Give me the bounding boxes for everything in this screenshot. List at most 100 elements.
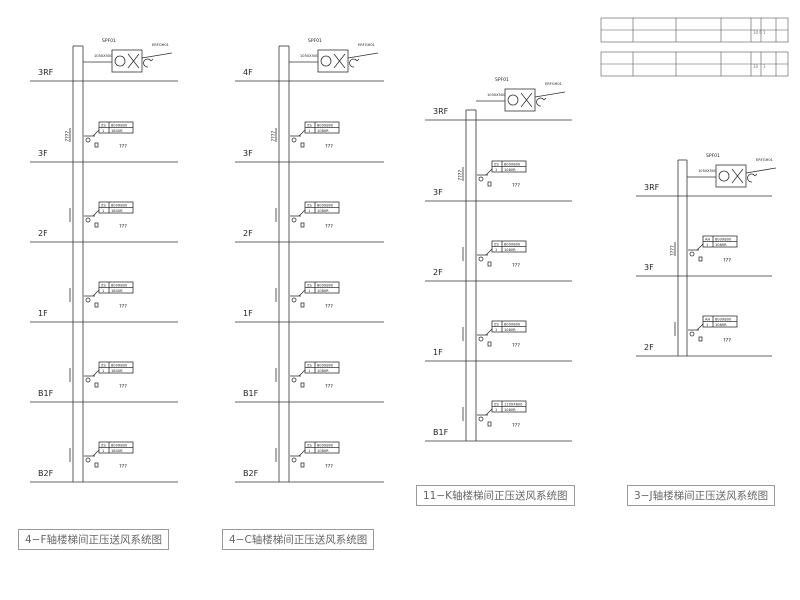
outlet-count: 1 bbox=[102, 369, 104, 373]
fan-tag-label: SPF01 bbox=[495, 77, 509, 83]
floor-label: 2F bbox=[433, 268, 443, 277]
outlet-valve-icon bbox=[85, 137, 91, 143]
floor-label: 3F bbox=[38, 149, 48, 158]
outlet-grille bbox=[94, 302, 99, 308]
outlet-leader bbox=[298, 369, 306, 377]
outlet-count: 1 bbox=[102, 129, 104, 133]
floor-label: 4F bbox=[243, 68, 253, 77]
legend-table-cell: 10 bbox=[753, 64, 759, 69]
outlet-tag: ZS bbox=[307, 284, 312, 288]
outlet-tag: ZS bbox=[307, 204, 312, 208]
fan-intake-line bbox=[347, 52, 379, 59]
floor-label: 3RF bbox=[38, 68, 54, 77]
floor-label: 2F bbox=[243, 229, 253, 238]
outlet-grille bbox=[94, 222, 99, 228]
outlet-size: 800X800 bbox=[111, 444, 128, 448]
outlet-size: 800X800 bbox=[504, 323, 521, 327]
outlet-size: 800X800 bbox=[317, 444, 334, 448]
outlet-flow: 1800R bbox=[111, 449, 123, 453]
fan-size-label: 1050X500 bbox=[94, 54, 113, 58]
outlet-count: 1 bbox=[495, 328, 497, 332]
legend-table-cell: 1 bbox=[763, 64, 766, 69]
outlet-leader bbox=[92, 209, 100, 217]
riser-label: ???? bbox=[271, 131, 277, 142]
outlet-size: 800X800 bbox=[317, 124, 334, 128]
outlet-grille bbox=[300, 222, 305, 228]
outlet-valve-icon bbox=[478, 256, 484, 262]
outlet-valve-icon bbox=[291, 457, 297, 463]
fan-intake-arrow bbox=[536, 97, 547, 107]
floor-label: 3F bbox=[433, 188, 443, 197]
outlet-count: 1 bbox=[102, 289, 104, 293]
outlet-note: ??? bbox=[325, 224, 333, 230]
floor-label: B1F bbox=[243, 389, 259, 398]
fan-box bbox=[504, 88, 536, 112]
fan-box bbox=[111, 49, 143, 73]
outlet-grille bbox=[487, 181, 492, 187]
diagram-11k: ????SPF011050X500ERFGH013RF3FZS1800X8001… bbox=[425, 77, 572, 442]
outlet-valve-icon bbox=[689, 251, 695, 257]
fan-tag-label: SPF01 bbox=[706, 153, 720, 159]
outlet-tag: ZS bbox=[494, 403, 499, 407]
floor-label: 3RF bbox=[644, 183, 660, 192]
outlet-note: ??? bbox=[119, 304, 127, 310]
fan-size-label: 1050X500 bbox=[300, 54, 319, 58]
caption-4c: 4−C轴楼梯间正压送风系统图 bbox=[222, 529, 375, 550]
outlet-grille bbox=[300, 302, 305, 308]
caption-3j: 3−J轴楼梯间正压送风系统图 bbox=[627, 485, 776, 506]
outlet-size: 800X800 bbox=[715, 318, 732, 322]
riser-label: ???? bbox=[458, 170, 464, 181]
outlet-tag: ZS bbox=[494, 323, 499, 327]
outlet-grille bbox=[487, 421, 492, 427]
outlet-count: 1 bbox=[102, 209, 104, 213]
floor-label: 3RF bbox=[433, 107, 449, 116]
outlet-tag: ZS bbox=[494, 163, 499, 167]
outlet-count: 1 bbox=[308, 369, 310, 373]
fan-tag-label: SPF01 bbox=[308, 38, 322, 44]
outlet-flow: 1080R bbox=[504, 328, 516, 332]
outlet-leader bbox=[485, 408, 493, 416]
outlet-count: 1 bbox=[706, 323, 708, 327]
outlet-count: 1 bbox=[102, 449, 104, 453]
outlet-size: 800X800 bbox=[111, 364, 128, 368]
outlet-size: 800X800 bbox=[111, 124, 128, 128]
fan-cross-b bbox=[333, 53, 346, 69]
outlet-valve-icon bbox=[291, 217, 297, 223]
fan-wheel bbox=[320, 55, 332, 67]
outlet-valve-icon bbox=[291, 297, 297, 303]
fan-intake-line bbox=[745, 167, 777, 174]
outlet-note: ??? bbox=[512, 423, 520, 429]
outlet-size: 800X800 bbox=[111, 204, 128, 208]
outlet-tag: ZS bbox=[307, 124, 312, 128]
outlet-flow: 1800R bbox=[111, 209, 123, 213]
outlet-valve-icon bbox=[478, 176, 484, 182]
legend-table-cell: 1 bbox=[763, 30, 766, 35]
riser-label: ???? bbox=[65, 131, 71, 142]
fan-cross-b bbox=[127, 53, 140, 69]
outlet-count: 1 bbox=[308, 129, 310, 133]
outlet-grille bbox=[698, 336, 703, 342]
outlet-flow: 1080R bbox=[317, 289, 329, 293]
legend-table-cell: 10.0 bbox=[753, 30, 762, 35]
outlet-note: ??? bbox=[325, 304, 333, 310]
outlet-flow: 1080R bbox=[504, 408, 516, 412]
outlet-valve-icon bbox=[689, 331, 695, 337]
outlet-tag: ZS bbox=[101, 444, 106, 448]
outlet-leader bbox=[696, 323, 704, 331]
outlet-leader bbox=[485, 168, 493, 176]
outlet-valve-icon bbox=[85, 297, 91, 303]
outlet-note: ??? bbox=[119, 464, 127, 470]
fan-box bbox=[317, 49, 349, 73]
outlet-leader bbox=[92, 369, 100, 377]
diagram-4f: ????SPF011050X500ERFGH013RF3FZS1800X8001… bbox=[30, 38, 178, 483]
outlet-note: ??? bbox=[119, 224, 127, 230]
outlet-tag: ZS bbox=[101, 364, 106, 368]
fan-intake-arrow bbox=[349, 58, 360, 68]
outlet-count: 1 bbox=[706, 243, 708, 247]
outlet-size: 800X800 bbox=[317, 284, 334, 288]
outlet-tag: ZS bbox=[101, 124, 106, 128]
riser-label: ???? bbox=[670, 245, 676, 256]
floor-label: 1F bbox=[433, 348, 443, 357]
floor-label: B1F bbox=[433, 428, 449, 437]
fan-wheel bbox=[114, 55, 126, 67]
